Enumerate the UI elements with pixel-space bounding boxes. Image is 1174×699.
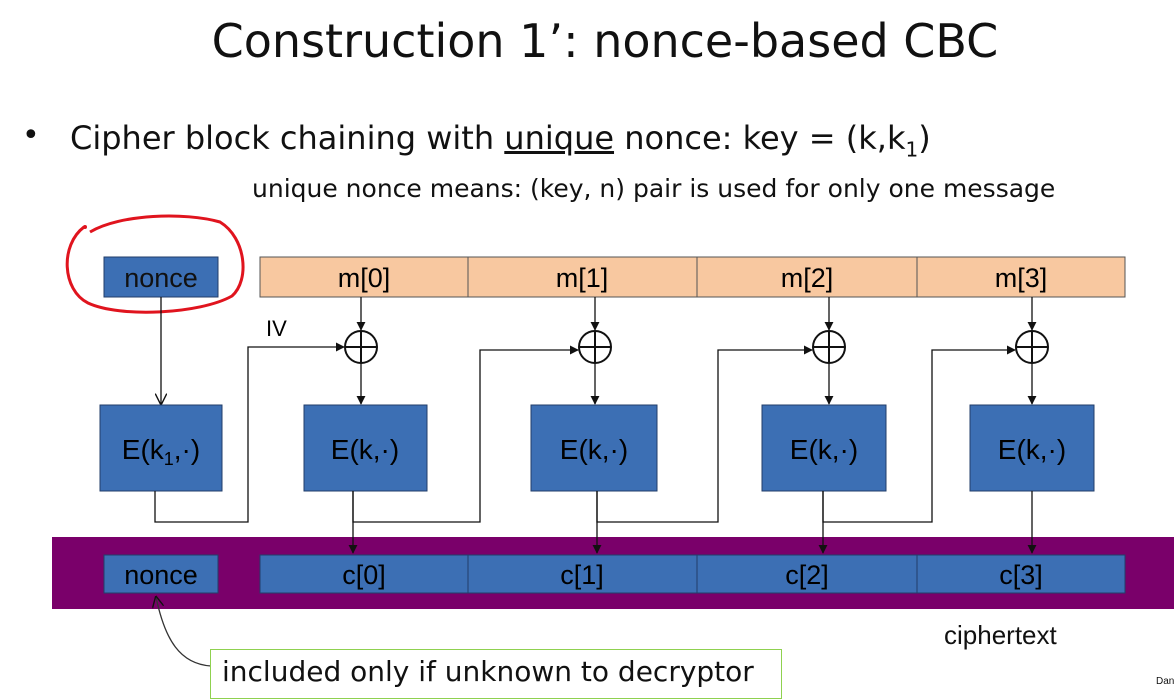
message-cell	[259, 256, 469, 298]
message-cell	[916, 256, 1126, 298]
xor-node	[578, 330, 612, 364]
iv-chain-line	[154, 342, 345, 523]
enc-nonce-sub: 1	[164, 449, 174, 469]
message-label: m[1]	[556, 263, 609, 293]
ciphertext-caption: ciphertext	[944, 620, 1057, 650]
ciphertext-label: c[0]	[342, 560, 386, 590]
author-credit: Dan	[1156, 676, 1174, 687]
ciphertext-nonce-label: nonce	[124, 560, 198, 590]
bullet-underlined-word: unique	[504, 119, 615, 157]
unique-nonce-note: unique nonce means: (key, n) pair is use…	[252, 174, 1056, 203]
ciphertext-label: c[3]	[999, 560, 1043, 590]
callout-text: included only if unknown to decryptor	[222, 655, 754, 688]
bullet-text-after: nonce: key = (k,k	[614, 119, 906, 157]
annotation-dot	[83, 225, 87, 229]
ciphertext-label: c[2]	[785, 560, 829, 590]
enc-label: E(k,·)	[331, 434, 399, 465]
enc-label: E(k,·)	[790, 434, 858, 465]
ciphertext-bar: c[0] c[1] c[2] c[3]	[259, 554, 1126, 594]
message-label: m[0]	[338, 263, 391, 293]
enc-box	[530, 404, 658, 492]
ciphertext-cell	[259, 554, 469, 594]
enc-nonce-suffix: ,·)	[174, 434, 200, 465]
message-label: m[3]	[995, 263, 1048, 293]
ciphertext-label: c[1]	[560, 560, 604, 590]
iv-label: IV	[266, 316, 287, 341]
message-label: m[2]	[781, 263, 834, 293]
bullet-text: Cipher block chaining with unique nonce:…	[70, 119, 931, 161]
callout-connector	[156, 597, 212, 667]
message-bar: m[0] m[1] m[2] m[3]	[259, 256, 1126, 298]
enc-nonce-label: E(k1,·)	[122, 434, 200, 469]
message-cell	[696, 256, 918, 298]
enc-nonce-prefix: E(k	[122, 434, 165, 465]
bullet-close: )	[918, 119, 931, 157]
enc-box	[969, 404, 1095, 492]
ciphertext-cell	[467, 554, 698, 594]
xor-node	[812, 330, 846, 364]
enc-box	[303, 404, 428, 492]
ciphertext-cell	[916, 554, 1126, 594]
xor-node	[344, 330, 378, 364]
ciphertext-cell	[696, 554, 918, 594]
ciphertext-nonce-box	[103, 554, 219, 594]
nonce-label: nonce	[124, 263, 198, 293]
bullet-marker: •	[22, 118, 40, 153]
enc-box	[761, 404, 887, 492]
message-cell	[467, 256, 698, 298]
enc-label: E(k,·)	[560, 434, 628, 465]
xor-node	[1015, 330, 1049, 364]
enc-box-nonce	[99, 404, 223, 492]
nonce-box	[103, 256, 219, 298]
annotation-circle	[65, 214, 245, 314]
slide-title: Construction 1’: nonce-based CBC	[211, 14, 999, 68]
enc-label: E(k,·)	[998, 434, 1066, 465]
bullet-subscript: 1	[905, 137, 919, 162]
bullet-text-before: Cipher block chaining with	[70, 119, 505, 157]
